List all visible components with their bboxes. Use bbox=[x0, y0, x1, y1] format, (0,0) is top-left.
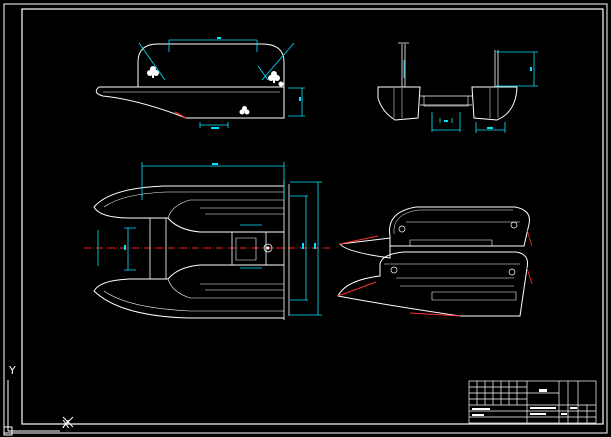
ucs-y-label: Y bbox=[8, 364, 16, 377]
side-view[interactable] bbox=[377, 42, 538, 133]
title-block[interactable] bbox=[468, 380, 597, 424]
inner-border bbox=[21, 8, 604, 425]
ucs-x-mark bbox=[62, 416, 74, 428]
outer-border bbox=[3, 3, 608, 434]
isometric-view[interactable] bbox=[337, 206, 533, 317]
title-block-marks bbox=[472, 389, 577, 416]
top-view[interactable] bbox=[84, 162, 330, 320]
front-view[interactable] bbox=[95, 37, 305, 129]
ucs-icon bbox=[3, 380, 60, 436]
